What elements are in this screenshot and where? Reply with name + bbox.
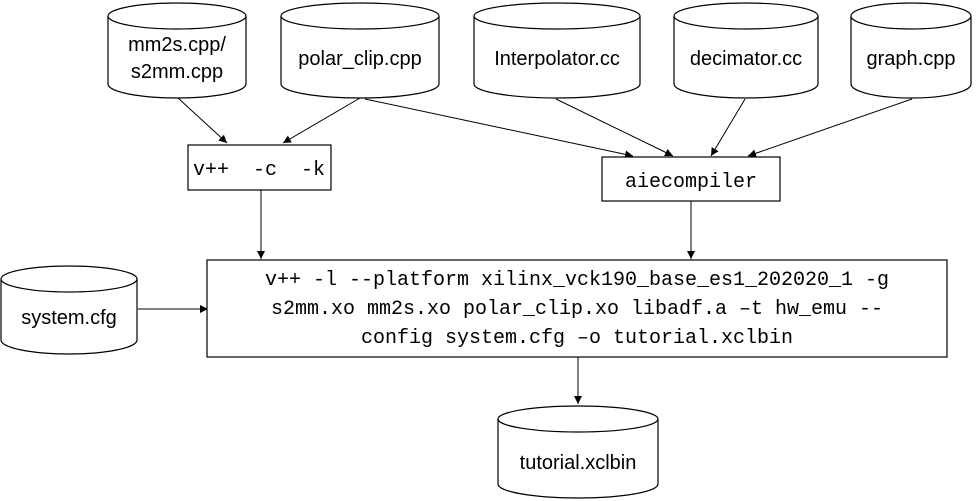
step-vpp-link: v++ -l --platform xilinx_vck190_base_es1… xyxy=(206,259,948,358)
edges xyxy=(138,97,913,404)
source-polar-clip: polar_clip.cpp xyxy=(280,2,440,99)
source-mm2s-label-line1: mm2s.cpp/ xyxy=(128,34,226,56)
step-aiecompiler-label: aiecompiler xyxy=(625,171,757,194)
source-polar-clip-label: polar_clip.cpp xyxy=(298,48,421,70)
source-decimator-label: decimator.cc xyxy=(690,48,802,70)
edge-graph-to-aiecompiler xyxy=(747,98,913,158)
output-tutorial-xclbin-label: tutorial.xclbin xyxy=(520,452,637,474)
edge-polarclip-to-vpp-compile xyxy=(282,97,361,144)
edge-interpolator-to-aiecompiler xyxy=(555,98,674,157)
step-vpp-compile: v++ -c -k xyxy=(187,144,332,191)
source-system-cfg: system.cfg xyxy=(0,265,138,355)
step-vpp-link-line1: v++ -l --platform xilinx_vck190_base_es1… xyxy=(265,269,889,292)
source-interpolator-label: Interpolator.cc xyxy=(494,48,620,70)
edge-mm2s-to-vpp-compile xyxy=(177,97,228,144)
source-graph-label: graph.cpp xyxy=(867,48,956,70)
step-aiecompiler: aiecompiler xyxy=(601,156,781,202)
step-vpp-compile-label: v++ -c -k xyxy=(193,159,325,182)
output-tutorial-xclbin: tutorial.xclbin xyxy=(497,405,659,499)
edge-decimator-to-aiecompiler xyxy=(710,98,746,157)
source-mm2s-label-line2: s2mm.cpp xyxy=(131,61,223,83)
source-graph: graph.cpp xyxy=(850,2,972,99)
source-mm2s-s2mm: mm2s.cpp/ s2mm.cpp xyxy=(107,2,247,99)
step-vpp-link-line3: config system.cfg –o tutorial.xclbin xyxy=(361,327,793,350)
source-decimator: decimator.cc xyxy=(673,2,819,99)
step-vpp-link-line2: s2mm.xo mm2s.xo polar_clip.xo libadf.a –… xyxy=(271,298,883,321)
source-interpolator: Interpolator.cc xyxy=(473,2,641,99)
source-system-cfg-label: system.cfg xyxy=(21,307,117,329)
edge-polarclip-to-aiecompiler xyxy=(364,98,634,159)
